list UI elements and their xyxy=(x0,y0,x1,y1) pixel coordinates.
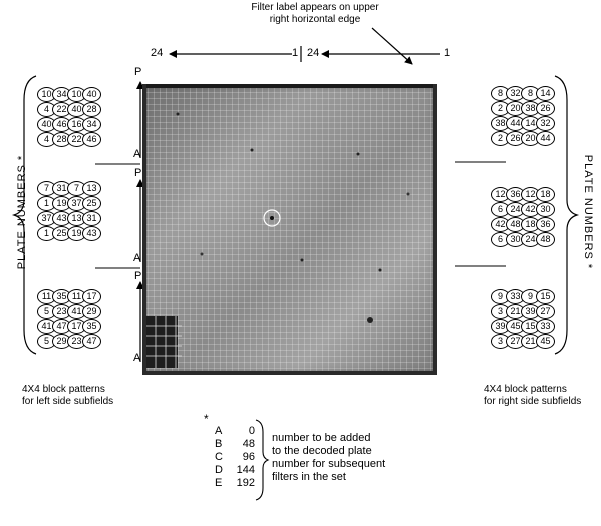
left-caption: 4X4 block patterns for left side subfiel… xyxy=(22,384,113,408)
left-brace xyxy=(11,75,37,355)
plate-number: 31 xyxy=(82,211,101,226)
right-numbering-end: 1 xyxy=(444,47,451,59)
plate-number: 18 xyxy=(536,187,555,202)
footnote-letter: C xyxy=(215,451,223,463)
highlight-circle xyxy=(263,209,281,227)
plate-number: 36 xyxy=(506,187,525,202)
filter-label-note-line1: Filter label appears on upper xyxy=(251,2,379,13)
plate-number: 24 xyxy=(506,202,525,217)
plate-number: 44 xyxy=(536,131,555,146)
footnote-text-line4: filters in the set xyxy=(272,471,346,483)
right-caption-line1: 4X4 block patterns xyxy=(484,384,567,395)
plate-number: 6 xyxy=(491,232,510,247)
plate-number: 7 xyxy=(37,181,56,196)
plate-number: 32 xyxy=(506,86,525,101)
right-numbering-start: 24 xyxy=(307,47,320,59)
right-caption-line2: for right side subfields xyxy=(484,396,582,407)
plate-number: 48 xyxy=(506,217,525,232)
plate-number: 28 xyxy=(82,102,101,117)
footnote-row: E 192 xyxy=(215,477,255,490)
plate-number: 46 xyxy=(82,132,101,147)
footnote-row: C 96 xyxy=(215,451,255,464)
letter-a-lower: A xyxy=(133,352,141,364)
plate-number: 37 xyxy=(67,196,86,211)
footnote-letter: D xyxy=(215,464,223,476)
plate-number: 14 xyxy=(536,86,555,101)
plate-number: 23 xyxy=(52,304,71,319)
plate-numbers-label-left: PLATE NUMBERS * xyxy=(16,154,29,270)
plate-number: 23 xyxy=(67,334,86,349)
footnote-value: 144 xyxy=(236,464,255,476)
note-pointer-arrow xyxy=(371,27,413,65)
plate-number: 26 xyxy=(536,101,555,116)
right-brace xyxy=(554,75,580,355)
plate-number: 5 xyxy=(37,334,56,349)
plate-number: 14 xyxy=(521,116,540,131)
plate-number: 36 xyxy=(536,217,555,232)
plate-number: 35 xyxy=(82,319,101,334)
plate-number: 40 xyxy=(82,87,101,102)
footnote-marker: * xyxy=(204,412,209,426)
plate-number: 25 xyxy=(82,196,101,211)
footnote-brace xyxy=(255,419,270,501)
left-caption-line1: 4X4 block patterns xyxy=(22,384,105,395)
footnote-value: 48 xyxy=(242,438,255,450)
plate-number: 33 xyxy=(536,319,555,334)
plate-number: 17 xyxy=(82,289,101,304)
footnote-row: A 0 xyxy=(215,425,255,438)
footnote-letter: E xyxy=(215,477,223,489)
plate-number: 29 xyxy=(82,304,101,319)
plate-number: 47 xyxy=(82,334,101,349)
right-caption: 4X4 block patterns for right side subfie… xyxy=(484,384,581,408)
plate-number: 13 xyxy=(82,181,101,196)
plate-number: 27 xyxy=(536,304,555,319)
footnote-row: D 144 xyxy=(215,464,255,477)
footnote-value: 192 xyxy=(236,477,255,489)
letter-a-middle: A xyxy=(133,252,141,264)
filter-label-note: Filter label appears on upper right hori… xyxy=(200,2,430,26)
membrane-image xyxy=(142,84,437,375)
footnote-letter: B xyxy=(215,438,223,450)
footnote-table: A 0 B 48 C 96 D 144 E 192 xyxy=(215,425,255,490)
plate-number: 32 xyxy=(536,116,555,131)
footnote-row: B 48 xyxy=(215,438,255,451)
membrane-speckles xyxy=(142,84,437,375)
footnote-value: 96 xyxy=(242,451,255,463)
footnote-text: number to be added to the decoded plate … xyxy=(272,432,385,484)
filter-label-note-line2: right horizontal edge xyxy=(269,14,361,25)
plate-number: 43 xyxy=(82,226,101,241)
left-numbering-end: 1 xyxy=(292,47,299,59)
plate-number: 5 xyxy=(37,304,56,319)
plate-number: 30 xyxy=(536,202,555,217)
plate-number: 16 xyxy=(67,117,86,132)
footnote-text-line2: to the decoded plate xyxy=(272,445,372,457)
letter-p-upper: P xyxy=(134,66,142,78)
plate-number: 24 xyxy=(521,232,540,247)
footnote-text-line3: number for subsequent xyxy=(272,458,386,470)
footnote-value: 0 xyxy=(248,425,255,437)
letter-p-middle: P xyxy=(134,167,142,179)
plate-number: 48 xyxy=(536,232,555,247)
plate-number: 42 xyxy=(521,202,540,217)
footnote-letter: A xyxy=(215,425,223,437)
letter-a-upper: A xyxy=(133,148,141,160)
left-caption-line2: for left side subfields xyxy=(22,396,114,407)
left-numbering-start: 24 xyxy=(151,47,164,59)
plate-number: 33 xyxy=(506,289,525,304)
plate-numbers-label-right: PLATE NUMBERS * xyxy=(582,154,595,270)
letter-p-lower: P xyxy=(134,270,142,282)
footnote-text-line1: number to be added xyxy=(272,432,371,444)
plate-number: 34 xyxy=(82,117,101,132)
plate-number: 45 xyxy=(536,334,555,349)
plate-number: 15 xyxy=(536,289,555,304)
